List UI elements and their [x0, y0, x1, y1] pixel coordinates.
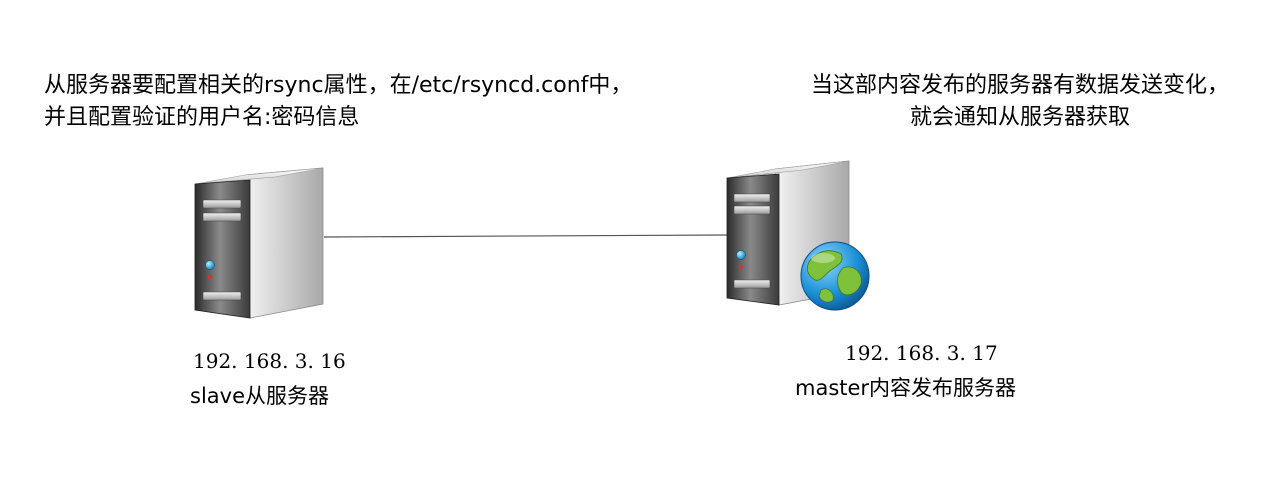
- slave-label: slave从服务器: [190, 384, 329, 408]
- connection-line: [323, 234, 728, 238]
- slave-config-note: 从服务器要配置相关的rsync属性，在/etc/rsyncd.conf中， 并且…: [44, 70, 632, 134]
- server-icon: [194, 167, 324, 319]
- master-label: master内容发布服务器: [795, 376, 1017, 400]
- note-line: 当这部内容发布的服务器有数据发送变化，: [810, 73, 1229, 98]
- master-publish-note: 当这部内容发布的服务器有数据发送变化， 就会通知从服务器获取: [770, 70, 1270, 134]
- note-line: 并且配置验证的用户名:密码信息: [44, 105, 360, 130]
- globe-icon: [800, 241, 870, 311]
- note-line: 就会通知从服务器获取: [909, 105, 1130, 130]
- note-line: 从服务器要配置相关的rsync属性，在/etc/rsyncd.conf中，: [44, 73, 633, 98]
- slave-ip: 192. 168. 3. 16: [193, 349, 346, 373]
- master-ip: 192. 168. 3. 17: [845, 341, 998, 365]
